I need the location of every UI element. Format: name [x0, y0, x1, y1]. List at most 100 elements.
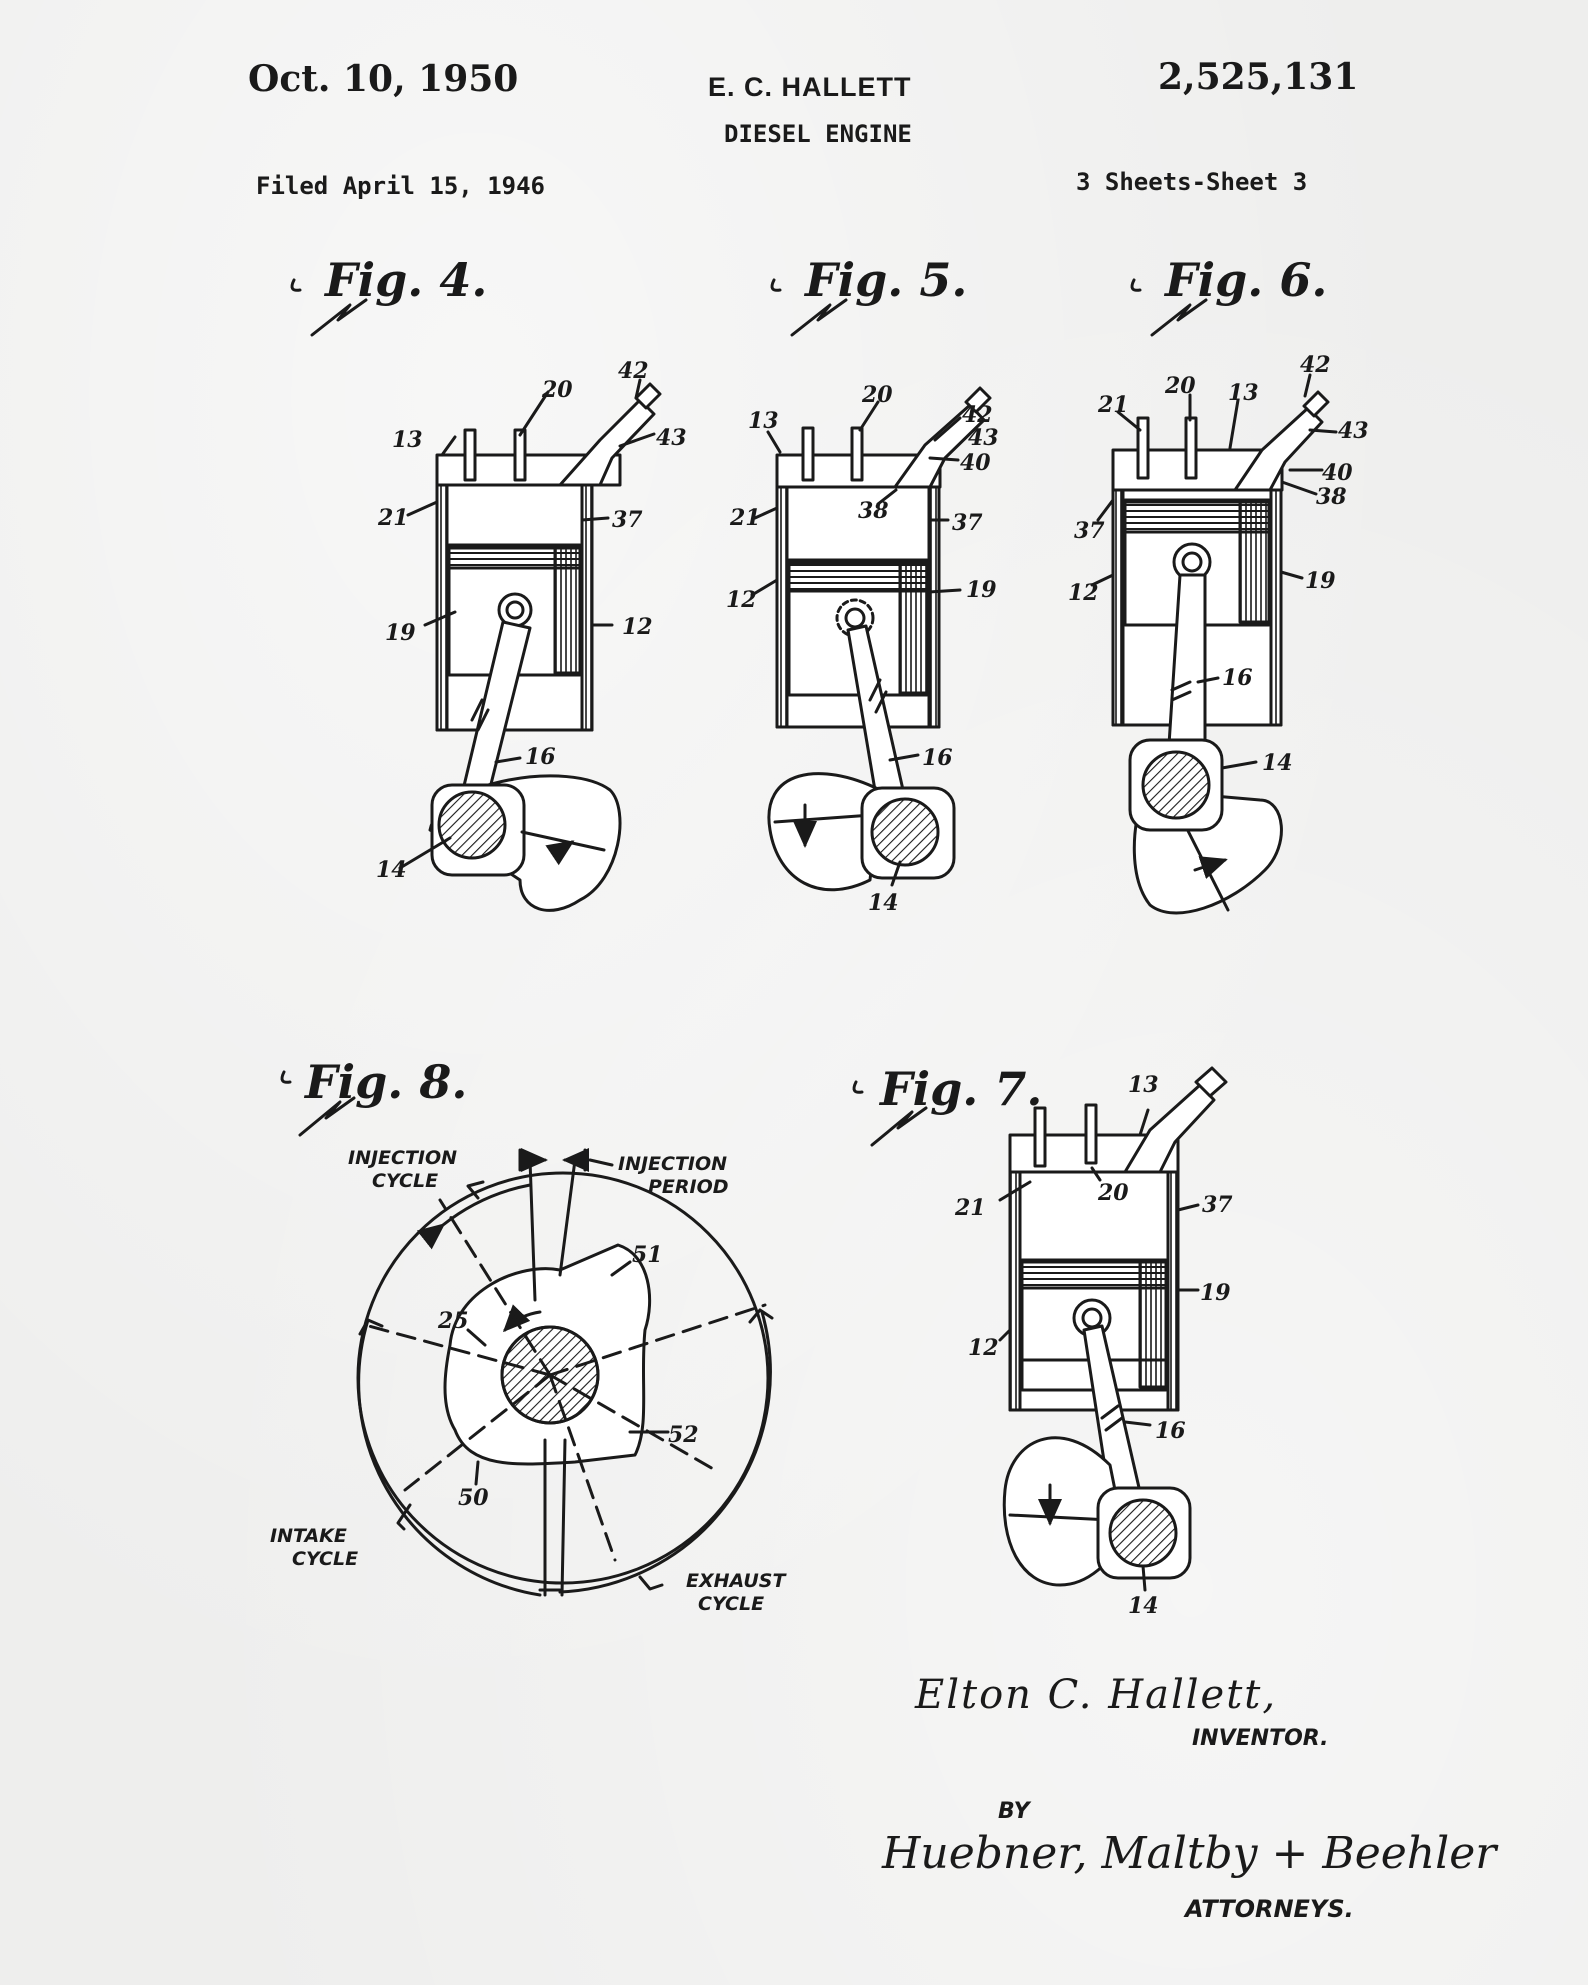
fig6-valve-1: [1136, 416, 1150, 480]
fig4-ref-14: 14: [376, 857, 407, 883]
fig6-ref-40: 40: [1322, 460, 1353, 486]
fig7-crank-web: [1002, 1436, 1127, 1587]
patent-title: DIESEL ENGINE: [724, 120, 912, 148]
fig7-valve-1: [1033, 1106, 1047, 1168]
fig4-label-flourish: [290, 278, 368, 337]
fig5-ref-21: 21: [729, 505, 761, 531]
fig8-ref-51: 51: [632, 1242, 663, 1268]
fig5-ref-40: 40: [960, 450, 991, 476]
by-label: BY: [998, 1799, 1032, 1824]
fig5-ref-16: 16: [922, 745, 953, 771]
fig8-figure: [280, 1070, 774, 1597]
fig8-exhaust-cycle-line2: CYCLE: [698, 1593, 764, 1615]
fig7-ref-13: 13: [1128, 1072, 1159, 1098]
attorneys-role: ATTORNEYS.: [1183, 1895, 1354, 1923]
fig8-injection-cycle-line2: CYCLE: [372, 1170, 438, 1192]
fig8-intake-cycle-line2: CYCLE: [292, 1548, 358, 1570]
fig5-ref-14: 14: [868, 890, 899, 916]
fig7-figure: [852, 1066, 1228, 1592]
fig6-label: Fig. 6.: [1163, 253, 1327, 307]
fig7-ref-20: 20: [1097, 1180, 1129, 1206]
fig6-ref-19: 19: [1305, 568, 1336, 594]
fig7-label: Fig. 7.: [878, 1062, 1042, 1116]
fig4-valve-1: [463, 428, 477, 482]
fig4-ref-20: 20: [541, 377, 573, 403]
fig7-ref-12: 12: [968, 1335, 999, 1361]
fig8-injection-period-line1: INJECTION: [618, 1153, 727, 1175]
fig7-label-flourish: [852, 1080, 928, 1147]
fig8-injection-cycle-line1: INJECTION: [348, 1147, 457, 1169]
fig8-label-flourish: [280, 1070, 356, 1137]
fig4-label: Fig. 4.: [323, 253, 487, 307]
inventor-heading: E. C. HALLETT: [708, 72, 912, 102]
fig8-ref-50: 50: [458, 1485, 489, 1511]
fig5-ref-37: 37: [952, 510, 983, 536]
fig6-ref-20: 20: [1164, 373, 1196, 399]
fig6-label-flourish: [1130, 278, 1208, 337]
inventor-name: Elton C. Hallett,: [914, 1672, 1277, 1718]
fig7-refs: 13 21 20 37 19 12 16 14: [954, 1072, 1233, 1619]
fig4-valve-2: [513, 428, 527, 482]
sheet-count: 3 Sheets-Sheet 3: [1076, 168, 1308, 196]
fig7-ref-14: 14: [1128, 1593, 1159, 1619]
fig7-ref-19: 19: [1200, 1280, 1231, 1306]
fig4-ref-43: 43: [656, 425, 687, 451]
fig4-ref-37: 37: [612, 507, 643, 533]
fig4-injector: [558, 398, 656, 487]
fig6-ref-38: 38: [1316, 484, 1347, 510]
fig8-injection-period-line2: PERIOD: [648, 1176, 729, 1198]
fig6-ref-42: 42: [1300, 352, 1331, 378]
patent-date: Oct. 10, 1950: [248, 58, 519, 100]
fig4-ref-13: 13: [392, 427, 423, 453]
fig4-crankpin: [437, 790, 507, 860]
fig5-ref-43: 43: [968, 425, 999, 451]
fig6-ref-43: 43: [1338, 418, 1369, 444]
fig5-ref-42: 42: [962, 402, 993, 428]
fig7-ref-16: 16: [1155, 1418, 1186, 1444]
fig5-figure: [750, 278, 992, 892]
fig4-ref-16: 16: [525, 744, 556, 770]
fig5-ref-19: 19: [966, 577, 997, 603]
fig5-crank-web: [767, 772, 882, 892]
patent-number: 2,525,131: [1158, 56, 1359, 98]
fig8-exhaust-cycle-line1: EXHAUST: [686, 1570, 787, 1592]
fig5-ref-12: 12: [726, 587, 757, 613]
fig5-valve-2: [850, 426, 864, 482]
fig4-ref-42: 42: [618, 358, 649, 384]
fig8-intake-cycle-line1: INTAKE: [270, 1525, 347, 1547]
fig6-ref-12: 12: [1068, 580, 1099, 606]
fig6-ref-14: 14: [1262, 750, 1293, 776]
fig7-ref-37: 37: [1202, 1192, 1233, 1218]
fig6-ref-16: 16: [1222, 665, 1253, 691]
fig4-ref-19: 19: [385, 620, 416, 646]
fig6-ref-21: 21: [1097, 392, 1129, 418]
fig4-figure: [290, 278, 662, 912]
fig5-ref-38: 38: [858, 498, 889, 524]
fig5-ref-13: 13: [748, 408, 779, 434]
fig6-crankpin: [1141, 750, 1211, 820]
fig7-ref-21: 21: [954, 1195, 986, 1221]
fig6-ref-37: 37: [1074, 518, 1105, 544]
fig5-crankpin: [870, 797, 940, 867]
inventor-role: INVENTOR.: [1192, 1726, 1328, 1751]
fig4-ref-12: 12: [622, 614, 653, 640]
fig5-refs: 13 20 42 43 40 21 38 37 12 19 16 14: [726, 382, 999, 916]
fig5-ref-20: 20: [861, 382, 893, 408]
fig4-ref-21: 21: [377, 505, 409, 531]
fig6-ref-13: 13: [1228, 380, 1259, 406]
filed-date: Filed April 15, 1946: [256, 172, 545, 200]
signature-block: Elton C. Hallett, INVENTOR. BY Huebner, …: [881, 1672, 1499, 1923]
fig5-label: Fig. 5.: [803, 253, 967, 307]
fig4-refs: 13 20 42 43 21 37 19 12 16 14: [376, 358, 687, 883]
fig5-valve-1: [801, 426, 815, 482]
fig6-figure: [1090, 278, 1338, 915]
fig6-refs: 21 20 13 42 43 40 38 37 12 19 16 14: [1068, 352, 1369, 776]
fig5-label-flourish: [770, 278, 848, 337]
fig6-valve-2: [1184, 416, 1198, 480]
fig7-crankpin: [1108, 1498, 1178, 1568]
fig8-annotations: INJECTION CYCLE INJECTION PERIOD INTAKE …: [270, 1147, 787, 1615]
fig8-ref-25: 25: [437, 1308, 469, 1334]
fig8-ref-52: 52: [668, 1422, 699, 1448]
